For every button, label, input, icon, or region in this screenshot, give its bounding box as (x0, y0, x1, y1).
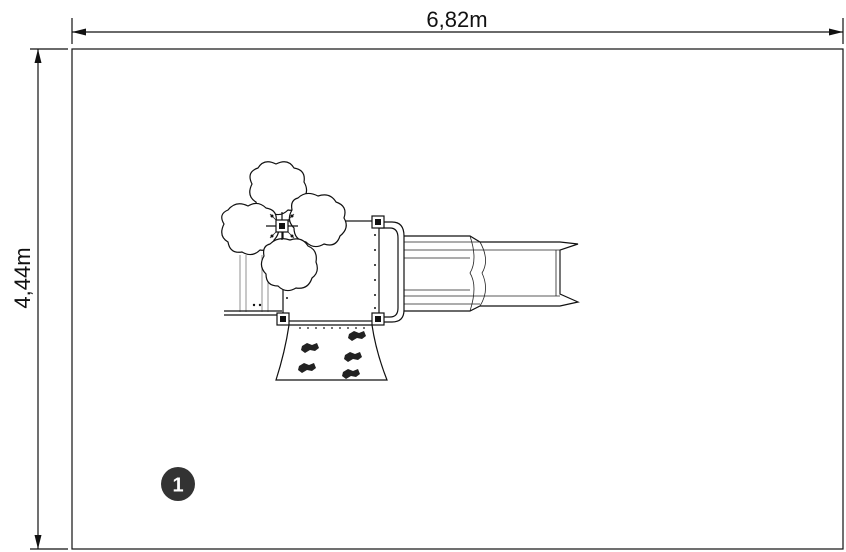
corner-posts (276, 215, 385, 326)
roof-leaf-bottom (260, 238, 318, 292)
width-dimension: 6,82m (71, 7, 844, 44)
item-marker-circle (161, 467, 195, 501)
width-label: 6,82m (426, 7, 487, 32)
climbing-holds (298, 331, 366, 379)
play-structure (221, 161, 580, 381)
roof-leaf-right (288, 192, 347, 248)
width-arrow-right (829, 28, 843, 36)
climbing-wall-rivets (299, 327, 365, 329)
leaf-roof (221, 161, 347, 292)
height-label: 4,44m (10, 247, 35, 308)
height-dimension: 4,44m (10, 48, 68, 550)
safety-zone-boundary (71, 48, 844, 550)
width-arrow-left (72, 28, 86, 36)
item-marker: 1 (161, 467, 195, 501)
item-marker-number: 1 (172, 475, 183, 497)
height-arrow-bottom (34, 535, 42, 549)
slide-handrail (379, 221, 405, 323)
left-frame (224, 255, 282, 316)
climbing-wall (275, 324, 388, 381)
roof-center-hub (266, 212, 298, 240)
slide (399, 235, 580, 312)
height-arrow-top (34, 49, 42, 63)
